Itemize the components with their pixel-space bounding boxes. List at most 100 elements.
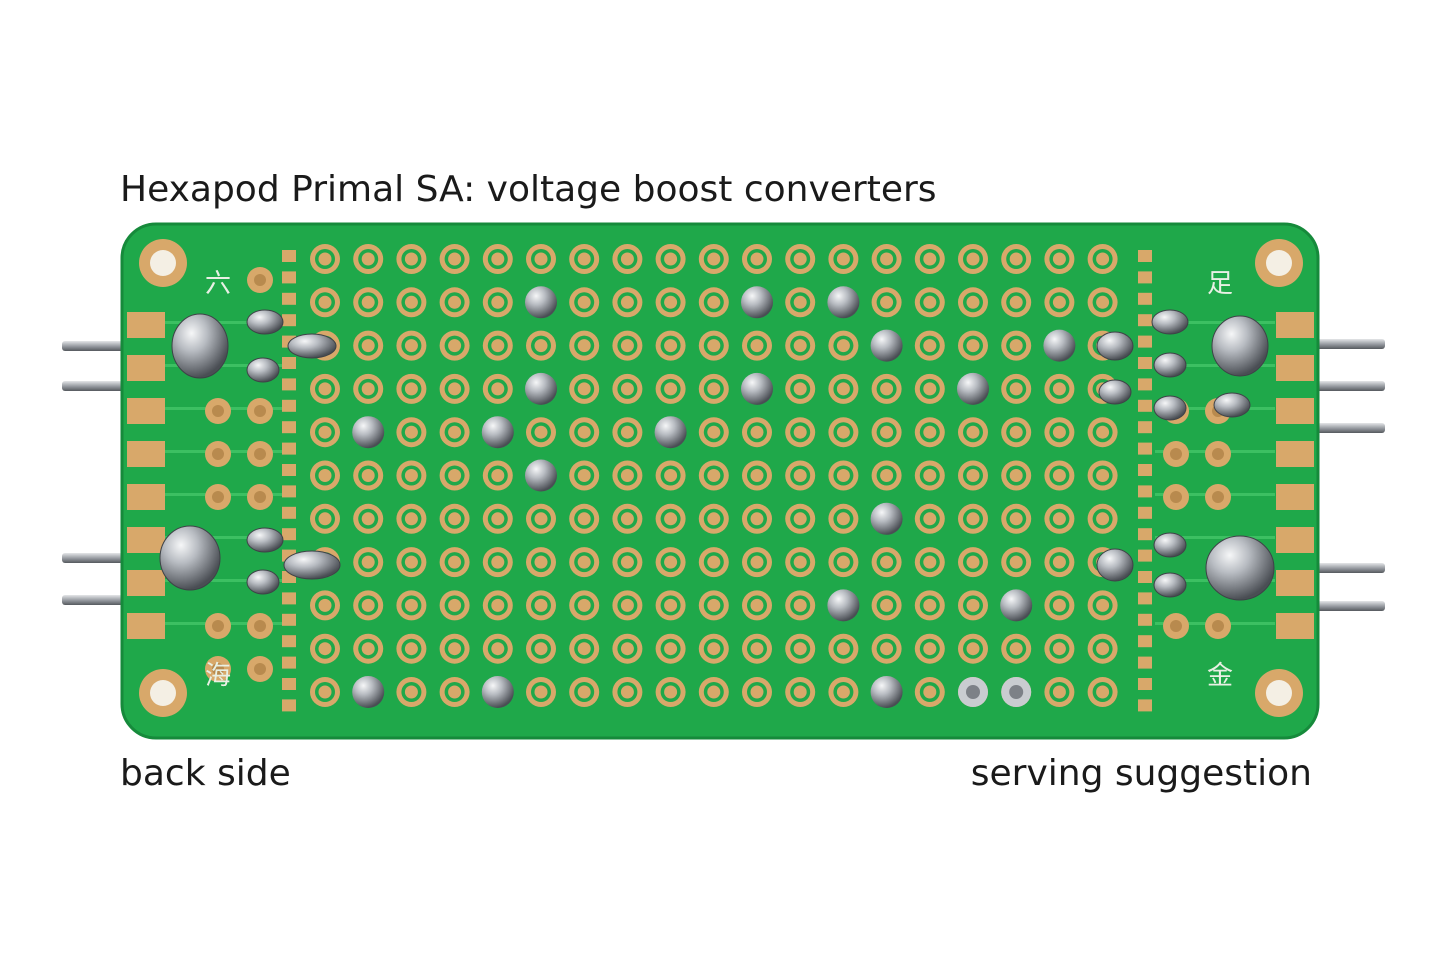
small-pad (1138, 485, 1152, 498)
grid-pad (785, 633, 816, 664)
small-pad (282, 271, 296, 284)
grid-pad (526, 547, 556, 578)
grid-pad (612, 547, 643, 578)
small-pad (1138, 399, 1152, 412)
grid-pad (1044, 590, 1075, 621)
small-pad (1138, 357, 1152, 369)
solder-blob (1211, 315, 1269, 377)
grid-pad (871, 373, 902, 404)
edge-pad (1276, 441, 1314, 467)
through-hole-pad (1163, 613, 1189, 639)
grid-pad (828, 677, 859, 707)
small-pad (1138, 592, 1152, 605)
grid-pad (396, 287, 427, 318)
mounting-hole-bottom-right (1255, 669, 1303, 717)
small-pad (282, 506, 296, 519)
grid-pad (914, 503, 945, 534)
solder-ball (1000, 589, 1033, 622)
grid-pad (353, 503, 384, 534)
solder-ball (525, 372, 557, 405)
solder-ball (1043, 329, 1076, 362)
solder-blob (1205, 535, 1275, 601)
grid-pad (958, 590, 988, 621)
small-pad (282, 635, 296, 648)
grid-pad (396, 330, 427, 361)
small-pad (282, 378, 296, 391)
grid-pad (785, 590, 816, 621)
grid-pad (871, 547, 902, 578)
grid-pad (871, 633, 902, 664)
grid-pad (828, 503, 859, 534)
grid-pad (1087, 417, 1118, 448)
small-pad (1138, 314, 1152, 327)
mounting-hole-bottom-left (139, 669, 187, 717)
silkscreen-top-right: 足 (1207, 269, 1233, 299)
grid-pad (785, 677, 816, 707)
solder-ball (654, 416, 687, 449)
right-pad-strip (1138, 250, 1314, 712)
silkscreen-top-left: 六 (205, 269, 231, 299)
grid-pad (828, 330, 859, 361)
grid-pad (698, 244, 729, 274)
grid-pad (612, 460, 643, 491)
through-hole-pad (247, 613, 273, 639)
back-side-label: back side (120, 753, 291, 794)
grid-pad (958, 503, 988, 534)
grid-pad (396, 417, 427, 448)
grid-pad (1087, 460, 1118, 491)
grid-pad (353, 330, 384, 361)
small-pad (282, 421, 296, 434)
grid-pad (396, 460, 427, 491)
small-pad (1138, 378, 1152, 391)
grid-pad (742, 330, 772, 361)
small-pad (282, 485, 296, 498)
small-pad (282, 613, 296, 626)
small-pad (1138, 292, 1152, 305)
grid-pad (439, 244, 470, 274)
solder-ball (957, 372, 989, 405)
grid-pad (914, 633, 945, 664)
solder-blob (1153, 572, 1187, 598)
grid-pad (698, 460, 729, 491)
grid-pad (569, 287, 600, 318)
left-pad-strip (127, 250, 296, 712)
trace (165, 364, 285, 367)
solder-ball (481, 676, 514, 708)
grid-pad (655, 460, 686, 491)
small-pad (1138, 528, 1152, 541)
grid-pad (526, 330, 556, 361)
edge-pad (1276, 484, 1314, 510)
grid-pad (569, 590, 600, 621)
grid-pad (396, 590, 427, 621)
solder-ball (525, 286, 557, 319)
grid-pad (612, 287, 643, 318)
through-hole-pad (1205, 484, 1231, 510)
grid-pad (958, 330, 988, 361)
grid-pad (1001, 633, 1032, 664)
small-pad (282, 699, 296, 712)
solder-ball (870, 676, 903, 708)
through-hole-pad (205, 613, 231, 639)
through-hole-pad (247, 441, 273, 467)
grid-pad (310, 373, 340, 404)
grid-pad (1001, 287, 1032, 318)
tinned-pad (1001, 677, 1032, 707)
grid-pad (353, 633, 384, 664)
grid-pad (482, 590, 513, 621)
grid-pad (439, 503, 470, 534)
grid-pad (482, 373, 513, 404)
edge-pad (127, 355, 165, 381)
grid-pad (914, 287, 945, 318)
grid-pad (1001, 330, 1032, 361)
grid-pad (569, 633, 600, 664)
grid-pad (655, 373, 686, 404)
grid-pad (482, 244, 513, 274)
mounting-holes (139, 239, 1303, 717)
grid-pad (828, 547, 859, 578)
grid-pad (785, 244, 816, 274)
grid-pad (742, 590, 772, 621)
small-pad (1138, 613, 1152, 626)
grid-pad (655, 330, 686, 361)
solder-ball (827, 286, 860, 319)
grid-pad (612, 330, 643, 361)
